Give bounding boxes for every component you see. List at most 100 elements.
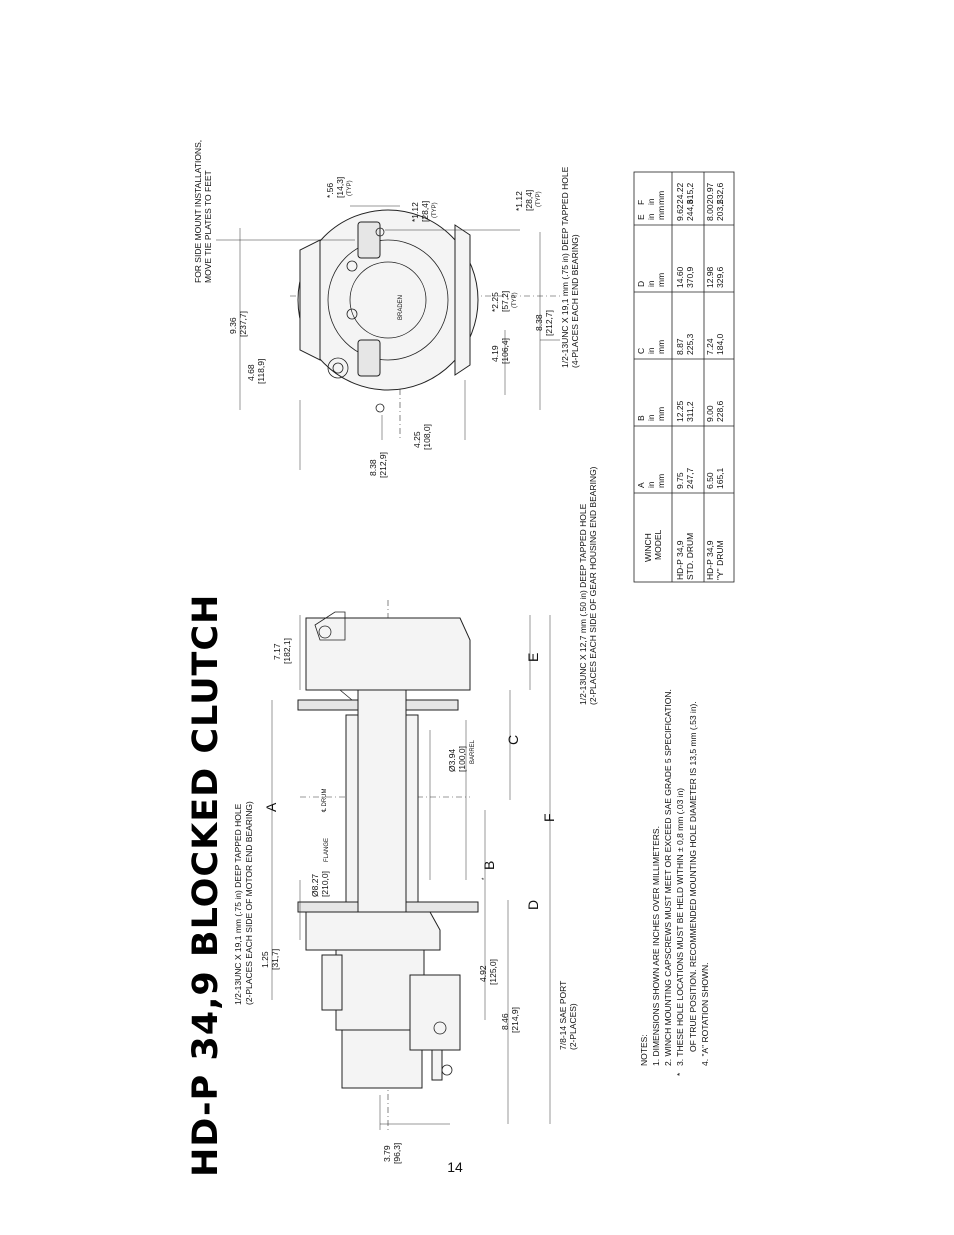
table-col-e: E — [636, 214, 646, 220]
winch-end-view — [216, 205, 560, 470]
motor-tapped-hole-line1: 1/2-13UNC X 19,1 mm (.75 in) DEEP TAPPED… — [233, 803, 243, 1005]
dim-4-92-mm: [125,0] — [488, 959, 498, 985]
sae-port-line1: 7/8-14 SAE PORT — [558, 981, 568, 1050]
gear-tapped-hole-line2: (2-PLACES EACH SIDE OF GEAR HOUSING END … — [588, 466, 598, 705]
dim-0-56: *.56 — [325, 183, 335, 198]
table-col-e-mm: mm — [656, 206, 666, 220]
row2-f-in: 20.97 — [705, 182, 715, 204]
motor-tapped-hole-line2: (2-PLACES EACH SIDE OF MOTOR END BEARING… — [244, 801, 254, 1005]
dim-8-46-mm: [214,9] — [510, 1007, 520, 1033]
dim-0-56-mm: [14,3] — [335, 177, 345, 198]
feet-tapped-hole-line1: 1/2-13UNC X 19,1 mm (.75 in) DEEP TAPPED… — [560, 166, 570, 368]
dim-2-25-mm: [57,2] — [500, 291, 510, 312]
note-3-continued: OF TRUE POSITION. RECOMMENDED MOUNTING H… — [688, 701, 698, 1052]
table-header-winch: WINCH — [643, 533, 653, 562]
motor-end-bearing — [305, 911, 441, 951]
row2-d-in: 12.98 — [705, 266, 715, 288]
notes-heading: NOTES: — [639, 1034, 649, 1066]
row1-b-in: 12.25 — [675, 400, 685, 422]
dim-4-92: 4.92 — [478, 965, 488, 982]
note-3: 3. THESE HOLE LOCATIONS MUST BE HELD WIT… — [675, 788, 685, 1066]
row2-model-line2: "Y" DRUM — [715, 540, 725, 580]
table-col-f-mm: mm — [656, 191, 666, 205]
row1-e-in: 9.62 — [675, 204, 685, 221]
dim-1-12-top-mm: [28,4] — [420, 201, 430, 222]
dim-4-19: 4.19 — [490, 345, 500, 362]
dim-3-79: 3.79 — [382, 1145, 392, 1162]
row2-e-mm: 203,2 — [715, 199, 725, 221]
note-1: 1. DIMENSIONS SHOWN ARE INCHES OVER MILL… — [651, 826, 661, 1066]
row1-d-mm: 370,9 — [685, 266, 695, 288]
letter-c: C — [505, 735, 521, 745]
dim-1-25-mm: [31,7] — [270, 949, 280, 970]
dim-8-38-left: 8.38 — [368, 459, 378, 476]
letter-f: F — [541, 813, 557, 822]
dim-9-36: 9.36 — [228, 317, 238, 334]
table-col-c-in: in — [646, 347, 656, 354]
dim-8-27-mm: [210,0] — [320, 871, 330, 897]
letter-e: E — [525, 653, 541, 662]
row1-d-in: 14.60 — [675, 266, 685, 288]
table-col-a-in: in — [646, 481, 656, 488]
table-col-d: D — [636, 281, 646, 287]
dim-2-25-typ: (TYP) — [512, 292, 518, 308]
hydraulic-motor — [341, 1029, 423, 1089]
dim-4-19-mm: [106,4] — [500, 338, 510, 364]
dim-1-12-bot-mm: [28,4] — [524, 190, 534, 211]
feet-tapped-hole-line2: (4-PLACES EACH END BEARING) — [570, 234, 580, 368]
dim-3-79-mm: [96,3] — [392, 1143, 402, 1164]
dim-4-25-mm: [108,0] — [422, 424, 432, 450]
page-title: HD-P 34,9 BLOCKED CLUTCH — [186, 594, 226, 1177]
table-col-c-mm: mm — [656, 340, 666, 354]
row1-b-mm: 311,2 — [685, 401, 695, 422]
dim-4-25: 4.25 — [412, 431, 422, 448]
dim-7-17-mm: [182,1] — [282, 638, 292, 664]
row2-d-mm: 329,6 — [715, 266, 725, 288]
brake-housing — [409, 974, 461, 1051]
dim-7-17: 7.17 — [272, 643, 282, 660]
table-header-row: A in mm B in mm C in mm D in mm E in mm … — [636, 191, 666, 488]
table-col-f-in: in — [646, 198, 656, 205]
table-col-c: C — [636, 348, 646, 354]
table-col-d-in: in — [646, 280, 656, 287]
letter-a: A — [263, 802, 279, 812]
flange-label: FLANGE — [324, 838, 330, 862]
row2-b-mm: 228,6 — [715, 400, 725, 422]
row2-c-mm: 184,0 — [715, 333, 725, 355]
table-col-b-in: in — [646, 414, 656, 421]
table-col-a: A — [636, 482, 646, 488]
barrel-label: BARREL — [470, 739, 476, 764]
table-row: HD-P 34,9 "Y" DRUM 6.50 165,1 9.00 228,6… — [705, 182, 725, 580]
row1-f-mm: 615,2 — [685, 182, 695, 204]
table-col-e-in: in — [646, 213, 656, 220]
table-col-a-mm: mm — [656, 474, 666, 488]
table-col-b: B — [636, 415, 646, 421]
side-mount-note-line1: FOR SIDE MOUNT INSTALLATIONS, — [193, 140, 203, 283]
dim-3-94: Ø3.94 — [447, 749, 457, 772]
table-row: HD-P 34,9 STD. DRUM 9.75 247,7 12.25 311… — [675, 182, 695, 580]
dim-4-68: 4.68 — [246, 364, 256, 381]
dim-1-25: 1.25 — [260, 951, 270, 968]
winch-side-view — [271, 600, 551, 1130]
note-3-asterisk: * — [675, 1072, 685, 1076]
drum-centerline-label: ℄ DRUM — [322, 788, 328, 813]
row1-a-in: 9.75 — [675, 472, 685, 489]
dim-8-38-right: 8.38 — [534, 314, 544, 331]
gear-tapped-hole-line1: 1/2-13UNC X 12,7 mm (.50 in) DEEP TAPPED… — [578, 503, 588, 705]
dim-8-46: 8.46 — [500, 1013, 510, 1030]
dim-9-36-mm: [237,7] — [238, 311, 248, 337]
letter-b: B — [481, 861, 497, 870]
dim-8-38-right-mm: [212,7] — [544, 310, 554, 336]
row2-b-in: 9.00 — [705, 405, 715, 422]
table-col-b-mm: mm — [656, 407, 666, 421]
valve-block — [335, 949, 425, 1031]
dim-1-12-top: *1.12 — [410, 202, 420, 222]
row2-model-line1: HD-P 34,9 — [705, 540, 715, 580]
side-mount-note-line2: MOVE TIE PLATES TO FEET — [203, 170, 213, 283]
row2-c-in: 7.24 — [705, 338, 715, 355]
end-view-logo: BRADEN — [398, 295, 404, 320]
letter-b-asterisk: * — [482, 877, 488, 880]
row1-a-mm: 247,7 — [685, 467, 695, 489]
dimension-table — [633, 171, 735, 583]
